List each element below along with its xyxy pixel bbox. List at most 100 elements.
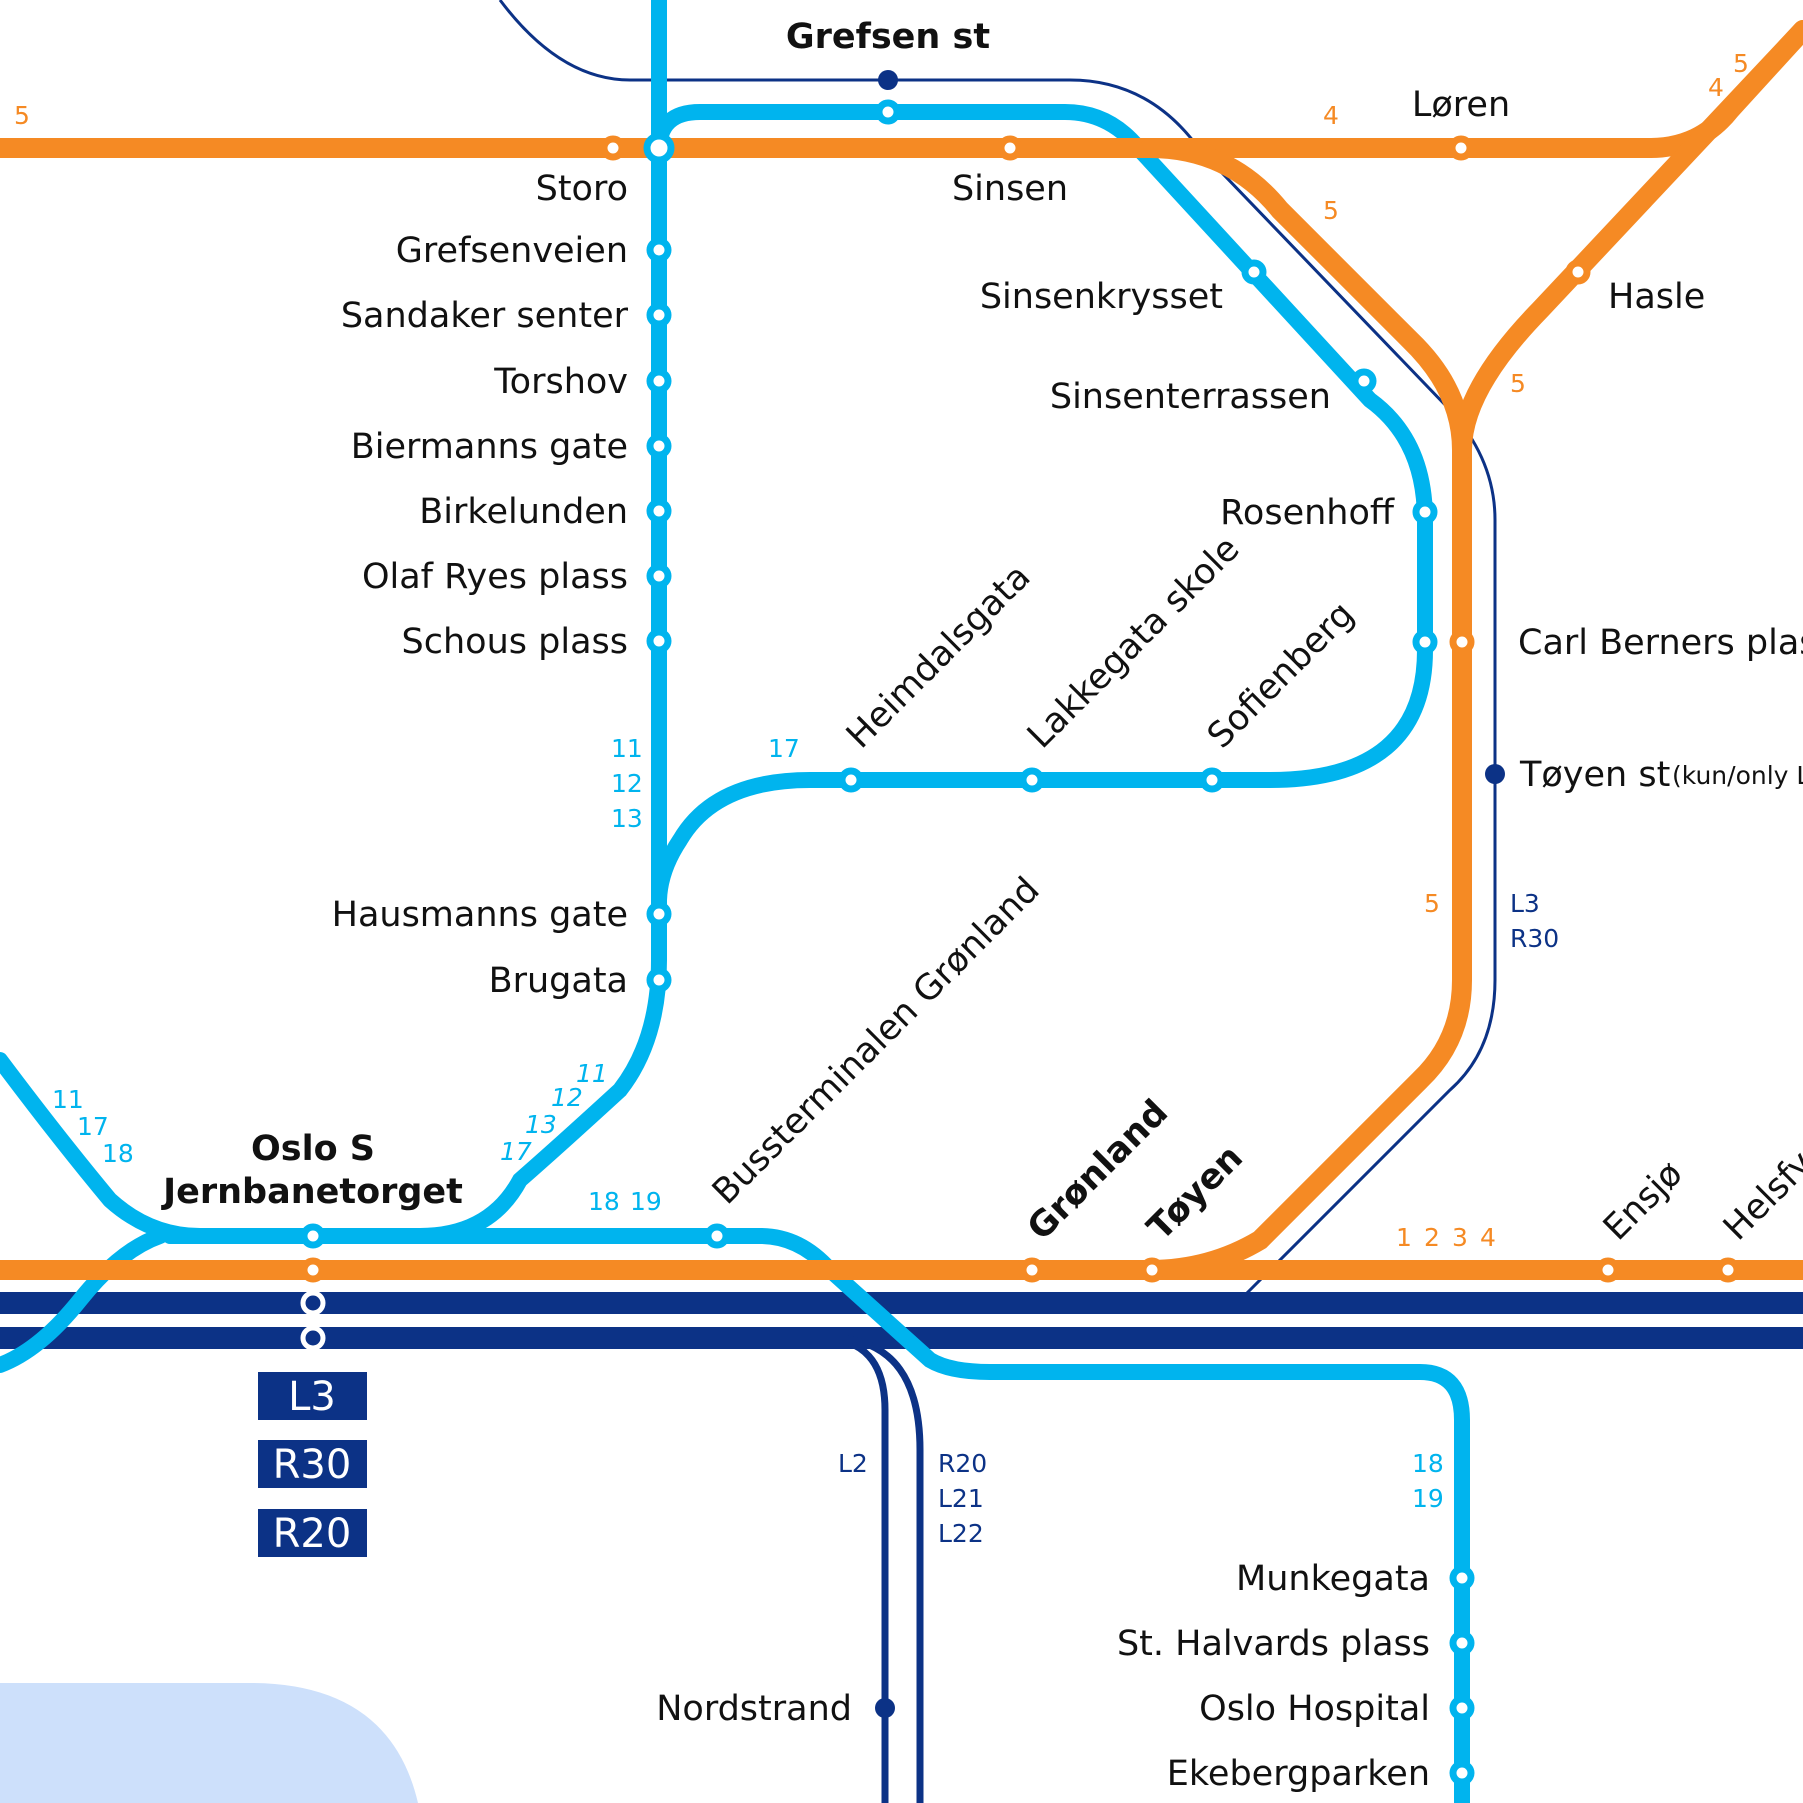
stop-olaf-ryes-plass [646,563,672,589]
stop-oslo-s-metro [300,1257,326,1283]
stop-hasle [1565,259,1591,285]
water-area [0,1683,418,1803]
tram-line-main-vertical [162,0,667,1244]
tram-line-sinsen-loop [651,104,1433,908]
stop-sinsen [997,135,1023,161]
stop-hausmanns-gate [646,901,672,927]
route-3: 3 [1452,1223,1468,1252]
route-18-left: 18 [102,1139,134,1168]
stop-loren [1448,135,1474,161]
stop-ensjo [1595,1257,1621,1283]
label-hasle: Hasle [1608,277,1705,317]
tram-line-left-lower [0,1228,168,1373]
stop-sinsenterrassen [1351,368,1377,394]
label-toyen-st: Tøyen st [1519,755,1670,795]
route-l22: L22 [938,1519,984,1548]
badge-r30: R30 [273,1442,352,1488]
stop-biermanns-gate [646,433,672,459]
route-1: 1 [1396,1223,1412,1252]
route-18: 18 [588,1187,620,1216]
route-12-right: 12 [551,1083,583,1112]
metro-line-hasle [1452,20,1803,460]
stop-rosenhoff [1412,499,1438,525]
route-11-left: 11 [52,1085,84,1114]
label-loren: Løren [1412,85,1510,125]
label-st-halvards-plass: St. Halvards plass [1117,1624,1430,1664]
stop-helsfyr [1715,1257,1741,1283]
tram-lines [0,0,1470,1803]
route-5-vertical: 5 [1424,889,1440,918]
route-17-right: 17 [500,1137,532,1166]
label-sinsenterrassen: Sinsenterrassen [1050,377,1331,417]
stop-sofienberg [1199,767,1225,793]
stop-grefsen-tram [875,99,901,125]
label-rosenhoff: Rosenhoff [1220,493,1395,533]
label-sinsenkrysset: Sinsenkrysset [980,277,1223,317]
stop-carl-berners-tram [1412,629,1438,655]
label-heimdalsgata: Heimdalsgata [839,557,1039,757]
label-biermanns-gate: Biermanns gate [351,427,628,467]
label-munkegata: Munkegata [1236,1559,1430,1599]
route-r20: R20 [938,1449,987,1478]
stop-toyen-st [1485,764,1505,784]
route-l21: L21 [938,1484,984,1513]
label-ekebergparken: Ekebergparken [1167,1754,1430,1794]
route-5-topright: 5 [1733,49,1749,78]
label-brugata: Brugata [489,961,628,1001]
label-hausmanns-gate: Hausmanns gate [332,895,628,935]
badge-r20: R20 [273,1511,352,1557]
stop-nordstrand [875,1698,895,1718]
stop-oslo-hospital [1449,1695,1475,1721]
label-sinsen: Sinsen [952,169,1068,209]
stop-brugata [646,967,672,993]
label-torshov: Torshov [493,362,628,402]
label-helsfyr: Helsfyr [1716,1133,1803,1248]
route-l3: L3 [1510,889,1540,918]
route-4-topright: 4 [1708,73,1724,102]
route-17-left: 17 [77,1112,109,1141]
label-jernbanetorget: Jernbanetorget [161,1172,463,1212]
stop-oslo-s-rail2 [300,1325,326,1351]
stop-oslo-s-rail1 [300,1290,326,1316]
stop-munkegata [1449,1565,1475,1591]
stop-torshov [646,368,672,394]
route-12: 12 [611,769,643,798]
route-2: 2 [1424,1223,1440,1252]
stop-gronland [1019,1257,1045,1283]
label-carl-berners-plass: Carl Berners plass [1518,623,1803,663]
stop-grefsen-st [878,70,898,90]
label-olaf-ryes-plass: Olaf Ryes plass [362,557,628,597]
route-13-right: 13 [525,1110,557,1139]
rail-line-r20 [839,1334,924,1803]
line-badges: L3 R30 R20 [258,1372,367,1557]
metro-stops [300,135,1741,1283]
route-18-bottom: 18 [1412,1449,1444,1478]
tram-line-bussterminal [412,1228,1470,1803]
route-17: 17 [768,734,800,763]
route-5-hasle: 5 [1510,369,1526,398]
route-4-bottom: 4 [1480,1223,1496,1252]
label-schous-plass: Schous plass [402,622,628,662]
route-4-top: 4 [1323,101,1339,130]
stop-bussterminalen [704,1223,730,1249]
stop-toyen [1139,1257,1165,1283]
stop-sandaker-senter [646,302,672,328]
stop-storo-metro [600,135,626,161]
badge-l3: L3 [288,1374,336,1420]
label-toyen-st-note: (kun/only L [1672,761,1803,790]
label-nordstrand: Nordstrand [656,1689,852,1729]
stop-carl-berners-metro [1449,629,1475,655]
label-bussterminalen-gronland: Bussterminalen Grønland [705,870,1048,1213]
stop-birkelunden [646,498,672,524]
label-birkelunden: Birkelunden [419,492,628,532]
route-labels: 5 4 4 5 5 5 5 1 2 3 4 11 12 13 17 11 17 … [14,49,1749,1548]
route-11-right: 11 [576,1059,608,1088]
label-oslo-s: Oslo S [251,1129,375,1169]
route-r30: R30 [1510,924,1559,953]
badge-r30-box [258,1440,367,1488]
label-sandaker-senter: Sandaker senter [341,296,629,336]
stop-oslo-s-tram [300,1223,326,1249]
route-19: 19 [630,1187,662,1216]
stop-schous-plass [646,628,672,654]
